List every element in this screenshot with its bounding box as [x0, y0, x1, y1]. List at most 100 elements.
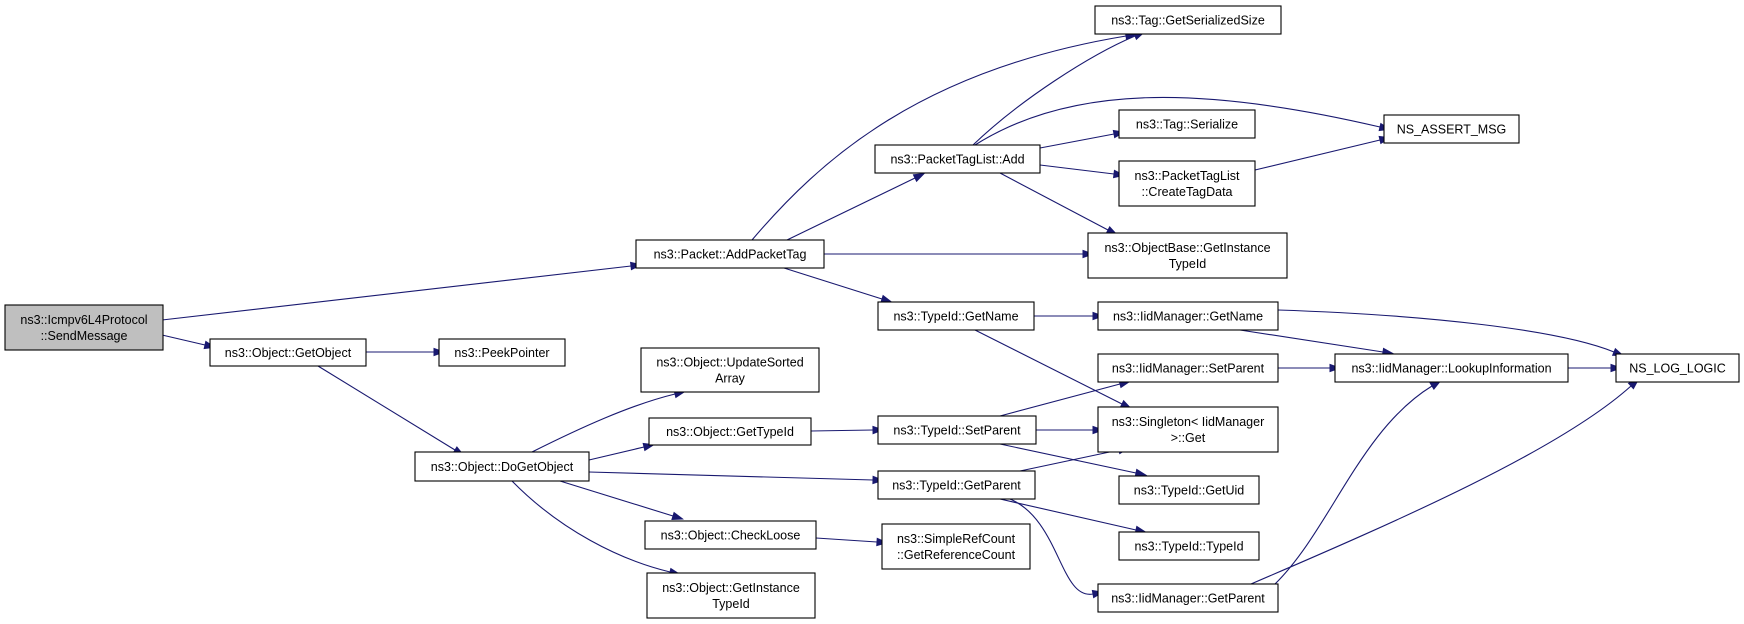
node-ptl-add[interactable]: ns3::PacketTagList::Add: [874, 144, 1041, 174]
edge-line: [317, 365, 456, 451]
edge-line: [1019, 449, 1120, 472]
edge-line: [1239, 329, 1384, 353]
node-label: NS_LOG_LOGIC: [1629, 362, 1726, 376]
arrow-head-icon: [880, 294, 893, 303]
node-box: [1097, 406, 1279, 453]
node-send[interactable]: ns3::Icmpv6L4Protocol::SendMessage: [4, 304, 164, 351]
edge-ptl_add-to-ob_getinstancetypeid: [999, 172, 1119, 236]
node-peekpointer[interactable]: ns3::PeekPointer: [438, 338, 566, 367]
edge-line: [972, 35, 1136, 146]
node-box: [877, 470, 1036, 500]
node-label: ns3::Object::GetTypeId: [666, 425, 794, 439]
node-ns-log-logic[interactable]: NS_LOG_LOGIC: [1615, 353, 1740, 383]
node-box: [1097, 583, 1279, 613]
node-simplerefcount[interactable]: ns3::SimpleRefCount::GetReferenceCount: [881, 523, 1031, 570]
edge-ptl_add-to-ptl_createtagdata: [1039, 164, 1126, 179]
node-label: ns3::Packet::AddPacketTag: [654, 248, 807, 262]
edge-addpackettag-to-ptl_add: [786, 172, 926, 241]
node-ptl-createtagdata[interactable]: ns3::PacketTagList::CreateTagData: [1118, 160, 1256, 207]
node-label: ::CreateTagData: [1141, 185, 1232, 199]
node-box: [1087, 232, 1288, 279]
node-label: ns3::TypeId::TypeId: [1134, 540, 1243, 554]
edge-line: [1277, 309, 1615, 353]
node-box: [1383, 114, 1520, 144]
edge-line: [999, 443, 1137, 474]
node-obj-gettypeid[interactable]: ns3::Object::GetTypeId: [648, 417, 812, 446]
node-tag-getserializedsize[interactable]: ns3::Tag::GetSerializedSize: [1094, 5, 1282, 35]
edge-getobject-to-peekpointer: [366, 347, 446, 357]
arrow-head-icon: [912, 172, 926, 183]
node-box: [1094, 5, 1282, 35]
node-label: ns3::Object::UpdateSorted: [656, 356, 803, 370]
edge-dogetobject-to-obj_gettypeid: [588, 442, 656, 461]
node-box: [1118, 160, 1256, 207]
node-label: >::Get: [1171, 431, 1206, 445]
node-label: NS_ASSERT_MSG: [1397, 123, 1507, 137]
edge-iid_lookupinformation-to-ns_log_logic: [1568, 363, 1623, 373]
edges-layer: [161, 31, 1640, 599]
node-label: ns3::Object::GetObject: [225, 346, 352, 360]
edge-line: [810, 429, 874, 432]
node-iid-lookupinformation[interactable]: ns3::IidManager::LookupInformation: [1334, 353, 1569, 383]
node-box: [874, 144, 1041, 174]
node-label: ns3::Tag::Serialize: [1136, 118, 1238, 132]
node-iid-getname[interactable]: ns3::IidManager::GetName: [1097, 301, 1279, 331]
node-tid-setparent[interactable]: ns3::TypeId::SetParent: [877, 415, 1037, 445]
edge-dogetobject-to-checkloose: [559, 480, 684, 520]
node-iid-setparent[interactable]: ns3::IidManager::SetParent: [1097, 353, 1279, 383]
edge-line: [783, 267, 883, 300]
node-label: ns3::IidManager::GetParent: [1111, 592, 1265, 606]
node-label: ns3::ObjectBase::GetInstance: [1104, 241, 1270, 255]
edge-addpackettag-to-tid_getname: [783, 267, 893, 303]
node-label: TypeId: [1169, 257, 1207, 271]
edge-line: [1250, 385, 1632, 585]
node-tid-getuid[interactable]: ns3::TypeId::GetUid: [1118, 475, 1260, 505]
node-ns-assert-msg[interactable]: NS_ASSERT_MSG: [1383, 114, 1520, 144]
node-tid-typeid[interactable]: ns3::TypeId::TypeId: [1118, 531, 1260, 561]
node-addpackettag[interactable]: ns3::Packet::AddPacketTag: [635, 239, 825, 269]
node-label: ns3::Singleton< IidManager: [1112, 415, 1265, 429]
edge-iid_getname-to-ns_log_logic: [1277, 309, 1625, 357]
node-box: [640, 347, 820, 393]
edge-tid_getname-to-iid_getname: [1034, 311, 1105, 321]
node-label: ns3::Object::CheckLoose: [661, 529, 801, 543]
edge-ptl_createtagdata-to-ns_assert_msg: [1254, 135, 1392, 171]
edge-line: [786, 177, 916, 241]
node-singleton-get[interactable]: ns3::Singleton< IidManager>::Get: [1097, 406, 1279, 453]
node-iid-getparent[interactable]: ns3::IidManager::GetParent: [1097, 583, 1279, 613]
edge-line: [588, 471, 874, 481]
node-label: ns3::Object::DoGetObject: [431, 460, 574, 474]
edge-ptl_add-to-tag_serialize: [1039, 129, 1126, 149]
node-label: ::SendMessage: [41, 329, 128, 343]
node-tid-getparent[interactable]: ns3::TypeId::GetParent: [877, 470, 1036, 500]
edge-iid_getparent-to-ns_log_logic: [1250, 378, 1640, 585]
node-box: [644, 520, 817, 550]
node-box: [1097, 353, 1279, 383]
node-label: TypeId: [712, 597, 750, 611]
edge-dogetobject-to-tid_getparent: [588, 471, 885, 485]
edge-line: [751, 35, 1127, 241]
node-label: ::GetReferenceCount: [897, 548, 1016, 562]
edge-line: [161, 334, 206, 346]
node-tid-getname[interactable]: ns3::TypeId::GetName: [877, 301, 1035, 331]
node-getobject[interactable]: ns3::Object::GetObject: [209, 338, 367, 367]
node-box: [1118, 475, 1260, 505]
node-tag-serialize[interactable]: ns3::Tag::Serialize: [1118, 109, 1256, 139]
node-box: [1334, 353, 1569, 383]
node-box: [4, 304, 164, 351]
node-box: [877, 301, 1035, 331]
edge-addpackettag-to-tag_getserializedsize: [751, 31, 1138, 241]
edge-iid_getname-to-iid_lookupinformation: [1239, 329, 1395, 357]
node-label: ns3::Icmpv6L4Protocol: [20, 313, 147, 327]
edge-line: [1039, 164, 1115, 175]
node-checkloose[interactable]: ns3::Object::CheckLoose: [644, 520, 817, 550]
node-dogetobject[interactable]: ns3::Object::DoGetObject: [414, 451, 590, 482]
edge-send-to-addpackettag: [161, 261, 643, 321]
edge-line: [974, 96, 1381, 146]
node-label: ns3::Object::GetInstance: [662, 581, 800, 595]
node-label: ns3::TypeId::GetParent: [892, 479, 1021, 493]
